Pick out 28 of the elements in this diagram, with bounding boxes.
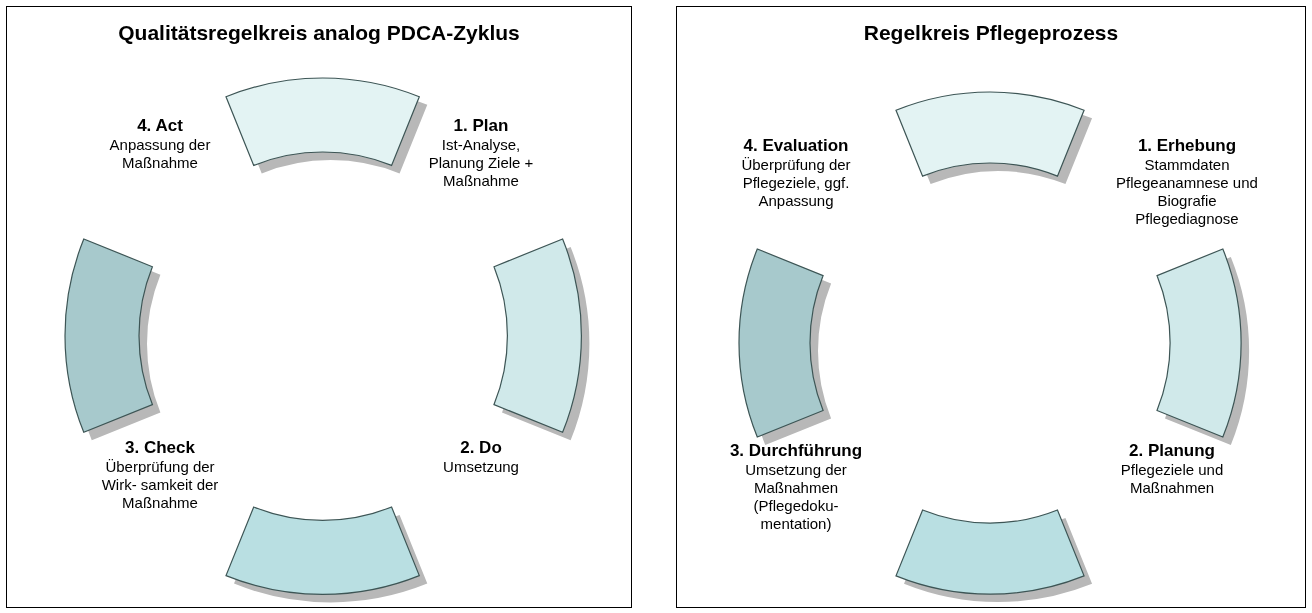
stage-heading: 1. Plan: [452, 116, 510, 136]
arc-segment: [894, 508, 1093, 603]
stage-description: Anpassung der Maßnahme: [108, 136, 212, 172]
arc-segment: [894, 91, 1093, 186]
stage-description: Umsetzung der Maßnahmen (Pflegedoku- mentation): [744, 461, 848, 533]
stage-description: Ist-Analyse, Planung Ziele + Maßnahme: [427, 136, 535, 190]
stage-heading: 1. Erhebung: [1136, 136, 1238, 156]
panel: [676, 6, 1306, 608]
panel: [6, 6, 632, 608]
arc-segment: [1155, 247, 1250, 446]
arc-segment: [738, 247, 833, 446]
stage-description: Stammdaten Pflegeanamnese und Biografie Pflegediagnose: [1115, 156, 1259, 228]
stage-description: Umsetzung: [442, 458, 520, 476]
arc-segment: [225, 77, 429, 175]
stage-heading: 3. Check: [124, 438, 196, 458]
panel-title: Regelkreis Pflegeprozess: [862, 21, 1120, 45]
stage-heading: 2. Planung: [1128, 441, 1216, 461]
stage-heading: 4. Evaluation: [742, 136, 850, 156]
arc-segment: [492, 238, 590, 442]
stage-description: Überprüfung der Pflegeziele, ggf. Anpassung: [740, 156, 852, 210]
stage-heading: 3. Durchführung: [728, 441, 864, 461]
stage-heading: 4. Act: [136, 116, 184, 136]
arc-segment: [225, 505, 429, 603]
stage-heading: 2. Do: [459, 438, 503, 458]
panel-title: Qualitätsregelkreis analog PDCA-Zyklus: [117, 21, 521, 45]
stage-description: Pflegeziele und Maßnahmen: [1119, 461, 1225, 497]
stage-description: Überprüfung der Wirk- samkeit der Maßnahme: [100, 458, 220, 512]
arc-segment: [64, 238, 162, 442]
